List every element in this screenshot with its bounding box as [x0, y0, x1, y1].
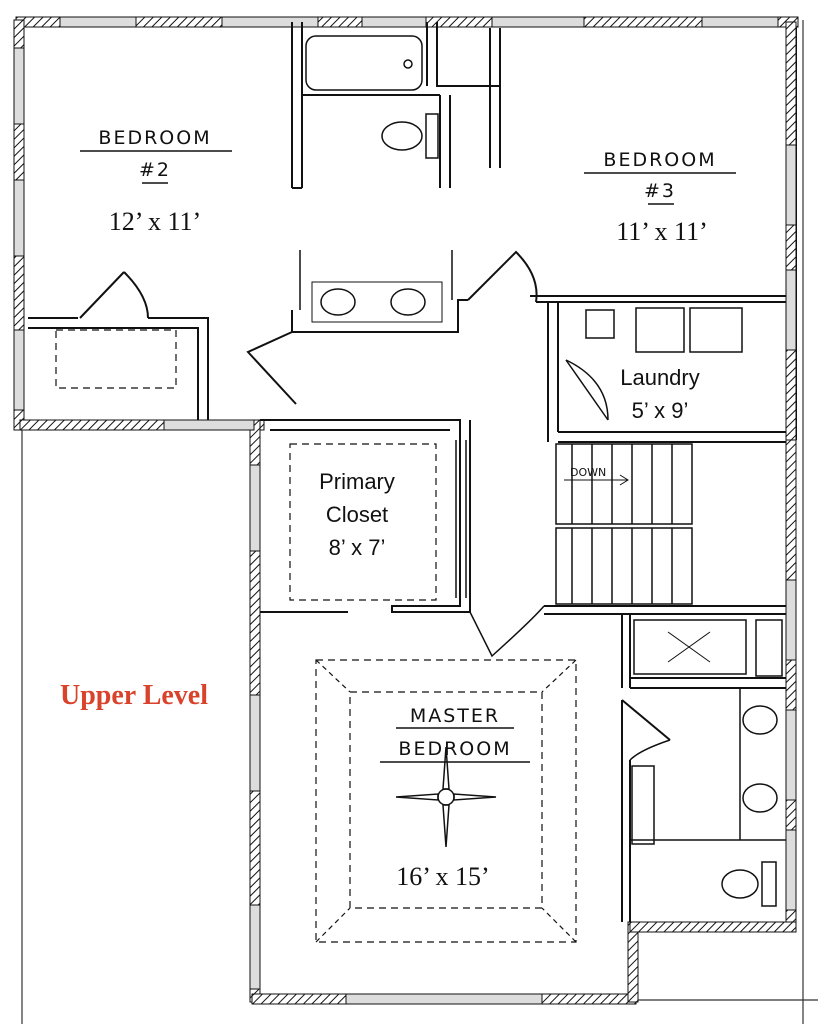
bedroom3-number: #3	[644, 180, 676, 202]
master-sink-top	[742, 705, 778, 735]
washer	[635, 307, 685, 353]
exterior-walls	[13, 16, 799, 1005]
closet-line1: Primary	[319, 469, 395, 494]
sink-left	[320, 288, 356, 316]
ceiling-fan-icon	[395, 746, 497, 848]
sink-right	[390, 288, 426, 316]
laundry-name: Laundry	[620, 365, 700, 390]
master-toilet	[721, 869, 759, 899]
master-line2: BEDROOM	[398, 738, 511, 760]
master-line1: MASTER	[410, 705, 500, 727]
bedroom2-size: 12’ x 11’	[109, 207, 201, 236]
master-size: 16’ x 15’	[396, 862, 489, 891]
bedroom3-size: 11’ x 11’	[616, 217, 707, 246]
bedroom3-name: BEDROOM	[603, 149, 716, 171]
closet-shelf-outline	[289, 443, 437, 601]
plan-title: Upper Level	[60, 680, 208, 711]
tray-ceiling	[315, 659, 577, 943]
shower	[633, 619, 747, 675]
stair-treads-lower	[571, 528, 673, 604]
closet-line2: Closet	[326, 502, 388, 527]
room-labels: BEDROOM #2 12’ x 11’ BEDROOM #3 11’ x 11…	[80, 127, 736, 891]
laundry-size: 5’ x 9’	[632, 398, 689, 423]
master-sink-bottom	[742, 783, 778, 813]
laundry-sink	[585, 309, 615, 339]
fixtures	[55, 35, 783, 907]
closet-size: 8’ x 7’	[329, 535, 386, 560]
bedroom2-name: BEDROOM	[98, 127, 211, 149]
stairs	[555, 443, 693, 605]
stair-treads-upper	[571, 444, 673, 524]
interior-walls	[28, 22, 786, 922]
dryer	[689, 307, 743, 353]
bathtub	[305, 35, 423, 91]
bedroom2-number: #2	[139, 159, 171, 181]
stairs-label: DOWN	[570, 466, 606, 479]
toilet	[381, 121, 423, 151]
